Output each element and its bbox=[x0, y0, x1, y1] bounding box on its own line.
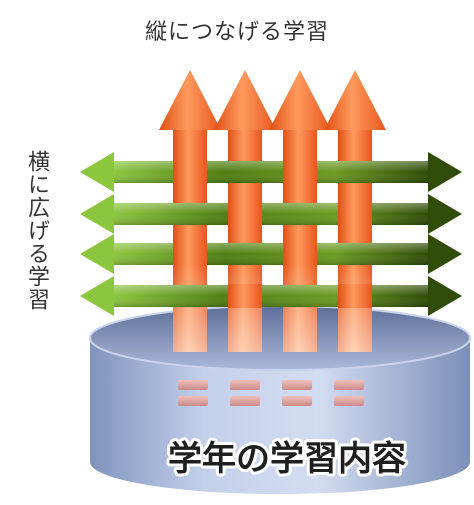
base-cylinder bbox=[89, 305, 471, 494]
horizontal-arrow-3 bbox=[80, 234, 462, 274]
horizontal-arrow-left-head bbox=[80, 234, 114, 274]
weave-cell bbox=[228, 202, 262, 226]
weave-cell bbox=[173, 160, 207, 184]
vertical-arrow-head bbox=[324, 70, 386, 130]
base-content-label: 学年の学習内容 bbox=[168, 439, 406, 479]
horizontal-arrow-2 bbox=[80, 194, 462, 234]
vertical-arrow-head bbox=[159, 70, 221, 130]
horizontal-arrow-left-head bbox=[80, 276, 114, 316]
vertical-arrow-head bbox=[269, 70, 331, 130]
horizontal-arrow-gloss bbox=[113, 161, 429, 183]
horizontal-arrow-right-head bbox=[428, 194, 462, 234]
horizontal-arrow-left-head bbox=[80, 152, 114, 192]
weave-cell bbox=[173, 242, 207, 266]
horizontal-arrow-right-head bbox=[428, 234, 462, 274]
weave-cell bbox=[338, 202, 372, 226]
horizontal-arrow-right-head bbox=[428, 276, 462, 316]
vertical-learning-label: 縦につなげる学習 bbox=[144, 20, 329, 45]
content-slots bbox=[178, 380, 364, 406]
horizontal-arrow-left-head bbox=[80, 194, 114, 234]
horizontal-learning-label: 横に広げる学習 bbox=[24, 150, 49, 311]
weave-cell bbox=[338, 284, 372, 308]
weave-overlay bbox=[173, 160, 372, 308]
horizontal-arrow-right-head bbox=[428, 152, 462, 192]
horizontal-arrow-gloss bbox=[113, 285, 429, 307]
horizontal-arrows bbox=[80, 152, 462, 316]
weave-cell bbox=[283, 242, 317, 266]
weave-cell bbox=[283, 160, 317, 184]
base-content-label-halo: 学年の学習内容 bbox=[168, 439, 406, 479]
vertical-arrow-head bbox=[214, 70, 276, 130]
horizontal-arrow-gloss bbox=[113, 243, 429, 265]
horizontal-arrow-1 bbox=[80, 152, 462, 192]
horizontal-arrow-gloss bbox=[113, 203, 429, 225]
weave-cell bbox=[228, 284, 262, 308]
